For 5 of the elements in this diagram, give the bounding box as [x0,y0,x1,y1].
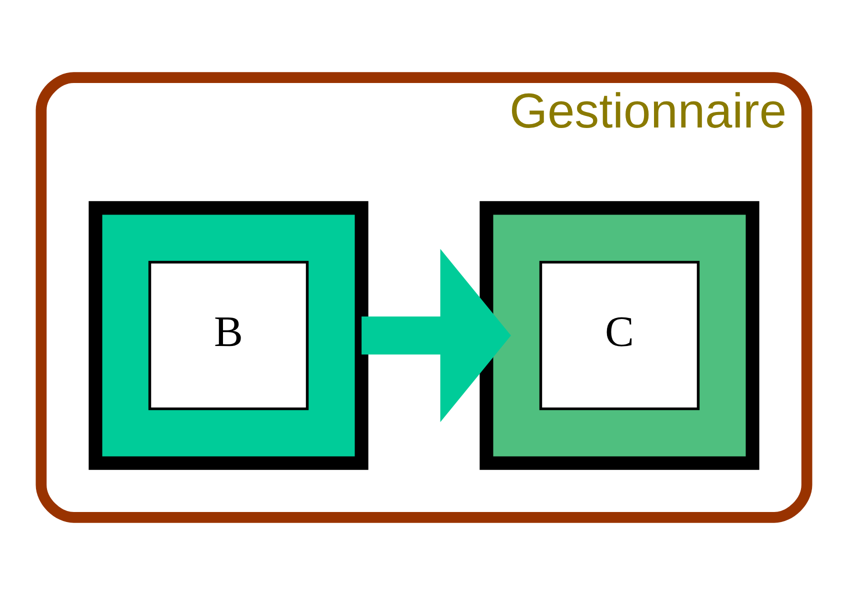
node-box: C [539,260,700,410]
arrow [362,248,511,422]
cluster [88,200,368,470]
node-box: B [148,260,309,410]
cluster [480,200,760,470]
